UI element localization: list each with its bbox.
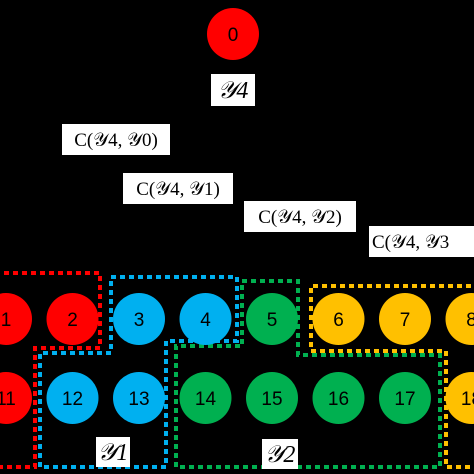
- node-14-circle: [179, 372, 232, 424]
- node-4: 4: [179, 293, 232, 345]
- node-18-label: 18: [461, 389, 474, 410]
- node-16-label: 16: [328, 389, 349, 410]
- cost-label-0-box: [62, 124, 170, 155]
- cost-label-3-box: [369, 226, 474, 257]
- node-6-circle: [312, 293, 365, 345]
- root-node-label: 0: [228, 25, 239, 46]
- node-11-label: 11: [0, 389, 16, 410]
- node-3-circle: [113, 293, 165, 345]
- node-12-circle: [46, 372, 99, 424]
- cost-label-1: C(𝒴4, 𝒴1): [136, 179, 220, 200]
- cost-label-3: C(𝒴4, 𝒴3: [372, 232, 449, 253]
- cost-label-1-box: [123, 173, 233, 204]
- node-1-label: 1: [1, 310, 12, 331]
- node-14-label: 14: [195, 389, 217, 410]
- node-11-circle: [0, 372, 32, 424]
- cost-label-0: C(𝒴4, 𝒴0): [74, 130, 158, 151]
- node-5-label: 5: [267, 310, 278, 331]
- node-17: 17: [379, 372, 431, 424]
- blue-cluster-label-box: [96, 437, 130, 467]
- node-14: 14: [179, 372, 232, 424]
- node-12-label: 12: [62, 389, 83, 410]
- node-12: 12: [46, 372, 99, 424]
- blue-cluster-outline: [38, 275, 239, 469]
- cost-label-2-box: [244, 201, 356, 232]
- green-cluster-label: 𝒴2: [265, 442, 296, 468]
- node-3-label: 3: [134, 310, 145, 331]
- root-cluster-label: 𝒴4: [218, 78, 249, 104]
- node-4-label: 4: [200, 310, 211, 331]
- node-1: 1: [0, 293, 32, 345]
- node-8-label: 8: [466, 310, 474, 331]
- node-13: 13: [113, 372, 165, 424]
- node-2-circle: [46, 293, 99, 345]
- node-15-circle: [246, 372, 298, 424]
- node-7-circle: [379, 293, 431, 345]
- node-1-circle: [0, 293, 32, 345]
- node-3: 3: [113, 293, 165, 345]
- node-7: 7: [379, 293, 431, 345]
- green-cluster-label-box: [262, 439, 298, 469]
- node-18: 18: [445, 372, 474, 424]
- node-17-label: 17: [394, 389, 415, 410]
- node-6-label: 6: [333, 310, 344, 331]
- node-17-circle: [379, 372, 431, 424]
- root-cluster-label-box: [211, 74, 255, 106]
- node-2-label: 2: [67, 310, 78, 331]
- node-2: 2: [46, 293, 99, 345]
- node-6: 6: [312, 293, 365, 345]
- node-18-circle: [445, 372, 474, 424]
- node-13-label: 13: [128, 389, 149, 410]
- node-4-circle: [179, 293, 232, 345]
- root-node-circle: [207, 8, 259, 60]
- yellow-cluster-outline: [309, 284, 474, 469]
- node-row-1: 1 2 3 4 5 6 7 8: [0, 293, 474, 345]
- node-7-label: 7: [400, 310, 411, 331]
- node-row-2: 11 12 13 14 15 16 17 18: [0, 372, 474, 424]
- node-5-circle: [246, 293, 298, 345]
- node-13-circle: [113, 372, 165, 424]
- red-cluster-outline: [0, 271, 102, 469]
- root-node: 0: [207, 8, 259, 60]
- node-16: 16: [312, 372, 365, 424]
- node-8: 8: [445, 293, 474, 345]
- node-16-circle: [312, 372, 365, 424]
- node-11: 11: [0, 372, 32, 424]
- node-15-label: 15: [261, 389, 282, 410]
- cost-label-2: C(𝒴4, 𝒴2): [258, 207, 342, 228]
- node-5: 5: [246, 293, 298, 345]
- blue-cluster-label: 𝒴1: [98, 440, 129, 466]
- node-15: 15: [246, 372, 298, 424]
- green-cluster-outline: [174, 279, 442, 469]
- node-8-circle: [445, 293, 474, 345]
